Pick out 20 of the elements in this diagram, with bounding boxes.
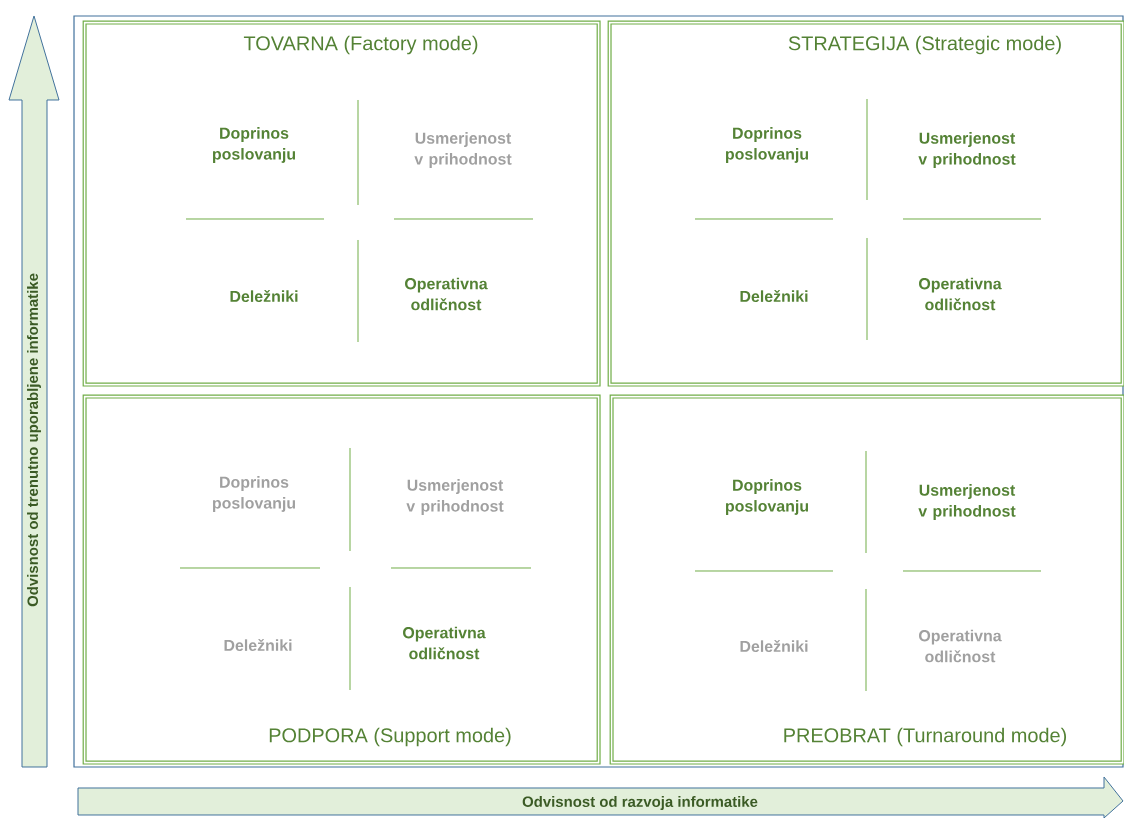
mode-heading: TOVARNA (Factory mode) [243, 35, 478, 55]
mode-heading: PREOBRAT (Turnaround mode) [784, 727, 1067, 747]
quadrant-label: Deležniki [224, 638, 292, 651]
quadrant-label: Operativna odličnost [919, 277, 1002, 311]
quadrant-label: Usmerjenost v prihodnost [918, 484, 1016, 520]
quadrant-label: Operativna odličnost [919, 629, 1002, 663]
quadrant-label: Usmerjenost v prihodnost [406, 479, 504, 515]
quadrant-label: Doprinos poslovanju [726, 127, 809, 163]
quadrant-label: Operativna odličnost [403, 626, 486, 660]
quadrant-label: Usmerjenost v prihodnost [918, 132, 1016, 168]
quadrant-label: Doprinos poslovanju [213, 476, 296, 512]
quadrant-label: Usmerjenost v prihodnost [414, 132, 512, 168]
quadrant-label: Doprinos poslovanju [213, 127, 296, 163]
quadrant-label: Deležniki [740, 289, 808, 303]
mode-heading: STRATEGIJA (Strategic mode) [788, 35, 1061, 55]
quadrant-label: Operativna odličnost [405, 277, 488, 311]
mode-heading: PODPORA (Support mode) [269, 727, 511, 747]
quadrant-label: Deležniki [740, 639, 808, 652]
quadrant-label: Deležniki [230, 289, 298, 303]
quadrant-label: Doprinos poslovanju [726, 479, 809, 515]
